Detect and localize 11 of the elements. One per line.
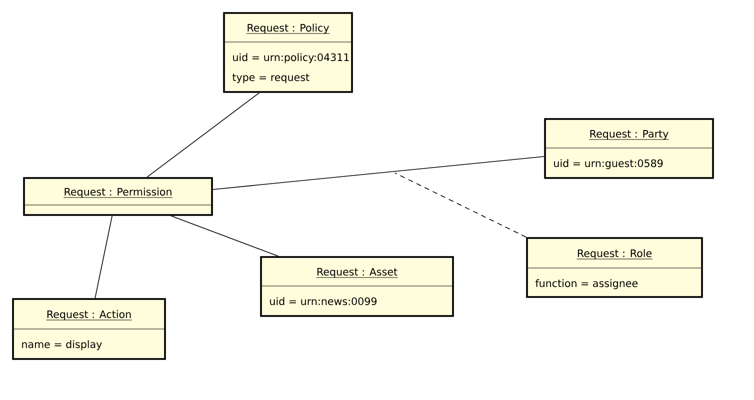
object-box: Request : Party uid = urn:guest:0589	[544, 118, 714, 179]
connector-line	[394, 172, 526, 238]
object-box: Request : Action name = display	[12, 298, 166, 360]
object-box: Request : Role function = assignee	[526, 237, 703, 298]
object-box: Request : Asset uid = urn:news:0099	[260, 256, 454, 317]
connector-line	[94, 216, 112, 298]
object-box: Request : Policy uid = urn:policy:04311 type = request	[223, 12, 353, 93]
connector-line	[146, 92, 260, 178]
connector-line	[212, 156, 544, 190]
connector-line	[170, 216, 278, 256]
object-box: Request : Permission	[23, 177, 213, 216]
